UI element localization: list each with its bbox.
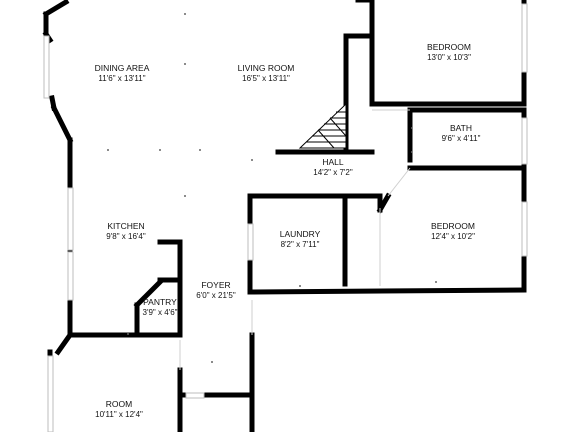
windows	[43, 3, 528, 432]
doors	[179, 109, 411, 399]
room-name-foyer: FOYER	[201, 280, 230, 290]
room-name-kitchen: KITCHEN	[107, 221, 144, 231]
room-name-hall: HALL	[322, 157, 344, 167]
room-name-living-room: LIVING ROOM	[238, 63, 295, 73]
room-name-laundry: LAUNDRY	[280, 229, 321, 239]
room-name-bedroom-1: BEDROOM	[427, 42, 471, 52]
staircase	[298, 102, 347, 149]
walls	[42, 0, 527, 432]
room-name-bedroom-2: BEDROOM	[431, 221, 475, 231]
room-name-pantry: PANTRY	[143, 297, 177, 307]
room-dims-pantry: 3'9" x 4'6"	[143, 308, 178, 317]
room-dims-room: 10'11" x 12'4"	[95, 410, 143, 419]
room-name-room: ROOM	[106, 399, 132, 409]
room-dims-foyer: 6'0" x 21'5"	[196, 291, 236, 300]
room-dims-bedroom-2: 12'4" x 10'2"	[431, 232, 475, 241]
fixtures	[107, 13, 437, 363]
room-dims-bath: 9'6" x 4'11"	[442, 134, 481, 143]
room-dims-dining-area: 11'6" x 13'11"	[98, 74, 145, 83]
room-dims-kitchen: 9'8" x 16'4"	[106, 232, 146, 241]
room-dims-bedroom-1: 13'0" x 10'3"	[427, 53, 471, 62]
room-name-dining-area: DINING AREA	[95, 63, 150, 73]
room-dims-living-room: 16'5" x 13'11"	[242, 74, 290, 83]
room-dims-laundry: 8'2" x 7'11"	[281, 240, 320, 249]
room-name-bath: BATH	[450, 123, 472, 133]
room-dims-hall: 14'2" x 7'2"	[313, 168, 353, 177]
room-labels: DINING AREA 11'6" x 13'11" LIVING ROOM 1…	[95, 42, 481, 419]
